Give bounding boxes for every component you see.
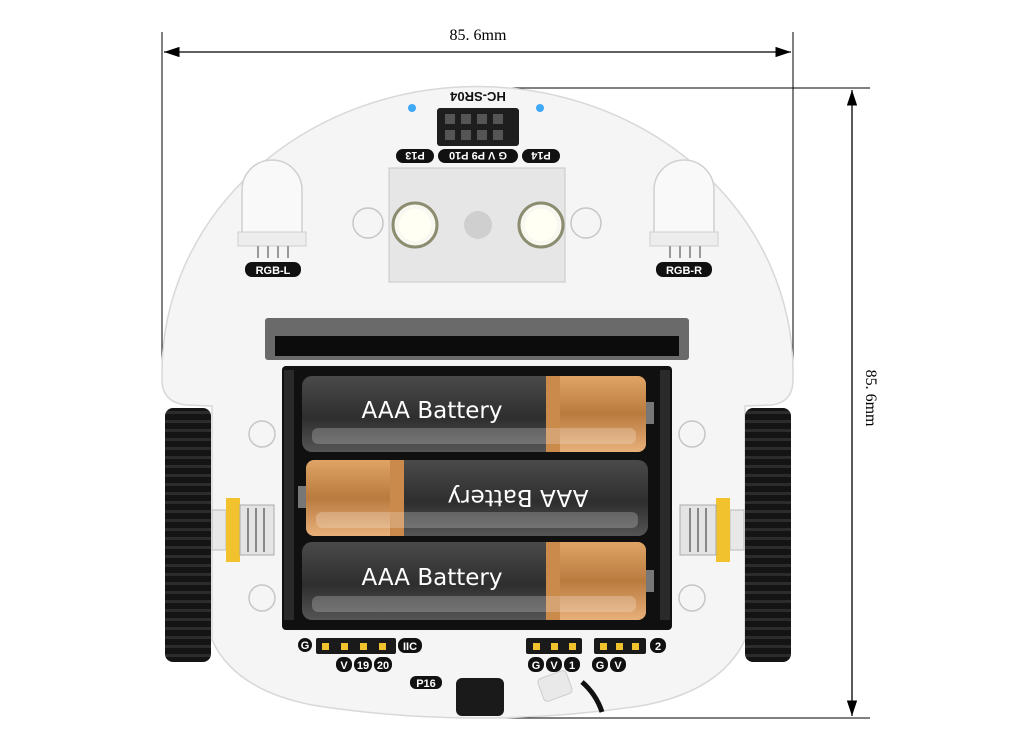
port-2-connector: 2 G V <box>592 638 666 672</box>
status-led-right <box>536 104 544 112</box>
battery-2: AAA Battery <box>298 460 648 536</box>
motor-left <box>211 498 275 562</box>
iic-label: IIC <box>403 641 417 653</box>
right-pin-v: V <box>614 660 622 672</box>
pin-p13-label: P13 <box>405 149 425 161</box>
mid-pin-g: G <box>532 660 541 672</box>
battery-3: AAA Battery <box>302 542 654 620</box>
hcsr04-header: HC-SR04 P13 G V P9 P10 P14 <box>396 89 560 163</box>
left-pin-v: V <box>340 660 348 672</box>
edge-connector-slot <box>265 318 689 360</box>
hcsr04-label: HC-SR04 <box>449 89 505 104</box>
battery-1: AAA Battery <box>302 376 654 452</box>
battery-2-label: AAA Battery <box>448 484 589 510</box>
mid-pin-1: 1 <box>569 660 575 672</box>
cable <box>580 680 605 713</box>
switch <box>537 670 573 702</box>
pin-mid-label: G V P9 P10 <box>449 149 507 161</box>
width-dimension: 85. 6mm <box>161 27 794 372</box>
motor-right <box>679 498 745 562</box>
rgb-led-left: RGB-L <box>237 159 307 277</box>
width-label: 85. 6mm <box>450 27 507 44</box>
height-label: 85. 6mm <box>862 370 879 427</box>
right-pin-g: G <box>596 660 605 672</box>
left-pin-20: 20 <box>377 660 389 672</box>
rgb-led-right: RGB-R <box>649 159 719 277</box>
rgb-right-label: RGB-R <box>666 265 702 277</box>
battery-1-label: AAA Battery <box>362 398 503 424</box>
left-g-label: G <box>301 640 310 652</box>
rgb-left-label: RGB-L <box>256 265 291 277</box>
buzzer <box>456 678 504 716</box>
wheel-left <box>165 408 211 662</box>
left-pin-19: 19 <box>357 660 369 672</box>
pin-p14-label: P14 <box>530 149 550 161</box>
right-num-label: 2 <box>655 641 661 653</box>
battery-3-label: AAA Battery <box>362 565 503 591</box>
ultrasonic-sensor <box>388 167 566 283</box>
height-dimension: 85. 6mm <box>476 87 879 719</box>
port-1-connector: G V 1 <box>526 638 582 672</box>
mid-pin-v: V <box>550 660 558 672</box>
wheel-right <box>745 408 791 662</box>
status-led-left <box>408 104 416 112</box>
iic-connector: G IIC V 19 20 <box>298 638 422 672</box>
p16-label: P16 <box>416 678 436 690</box>
